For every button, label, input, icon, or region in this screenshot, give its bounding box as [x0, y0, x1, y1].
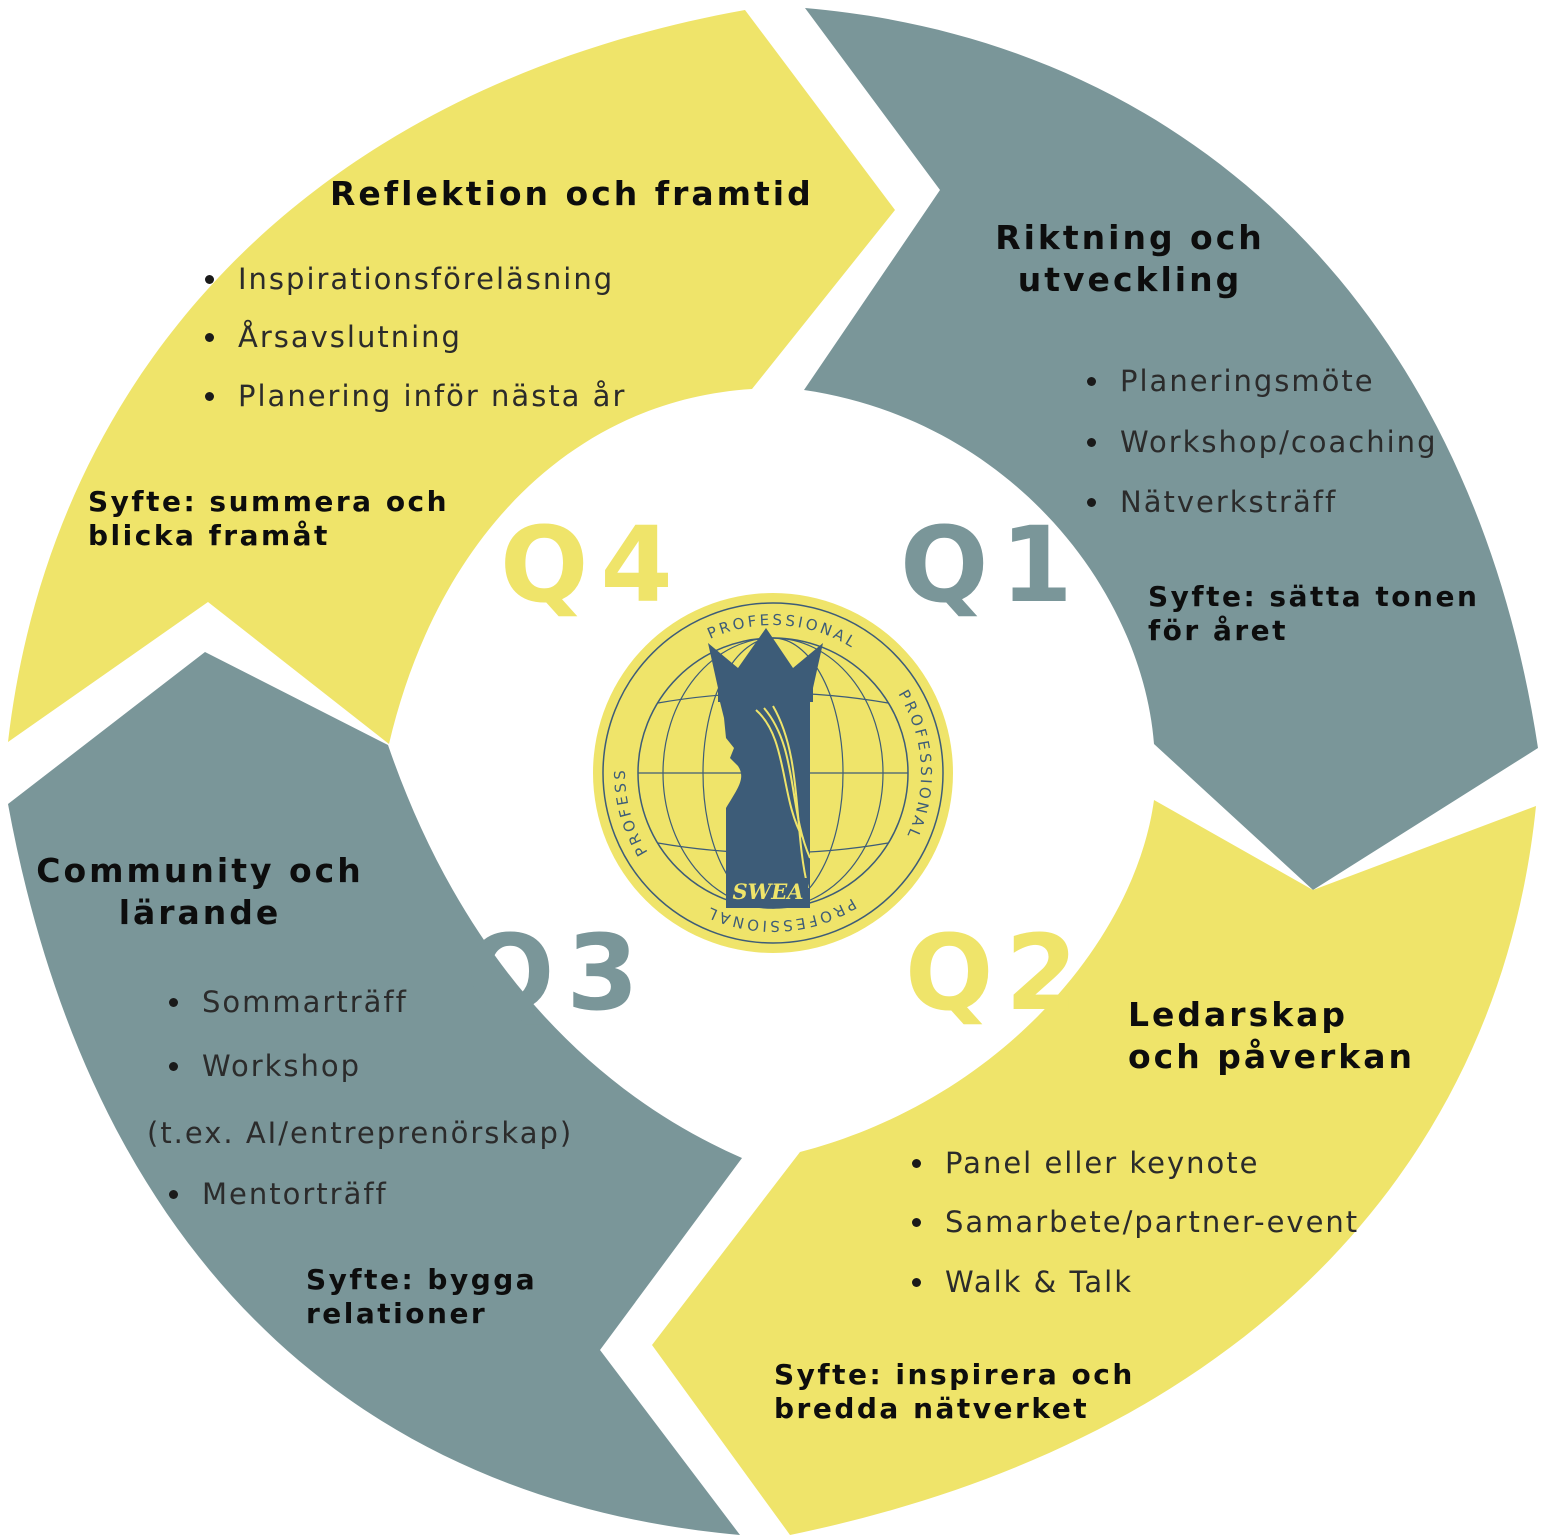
q4-item-3: Planering inför nästa år: [204, 379, 627, 413]
q4-label: Q4: [500, 504, 685, 626]
segment-q2: [652, 800, 1536, 1535]
q4-title: Reflektion och framtid: [330, 174, 814, 213]
swea-professional-logo: PROFESSIONAL PROFESSIONAL PROFESSIONAL P…: [588, 588, 953, 953]
logo-wordmark: SWEA: [732, 879, 803, 904]
q4-purpose: Syfte: summera och blicka framåt: [88, 485, 450, 552]
q2-purpose: Syfte: inspirera och bredda nätverket: [774, 1358, 1135, 1425]
q2-item-2: Samarbete/partner-event: [911, 1205, 1360, 1239]
q3-item-3: Mentorträff: [169, 1177, 388, 1211]
q2-item-1: Panel eller keynote: [912, 1146, 1260, 1180]
q3-label: Q3: [466, 912, 651, 1034]
q4-item-1: Inspirationsföreläsning: [204, 262, 615, 296]
segment-q1: [804, 8, 1538, 890]
q1-purpose: Syfte: sätta tonen för året: [1148, 580, 1480, 647]
segment-q4: [8, 10, 895, 744]
q3-item-note: (t.ex. AI/entreprenörskap): [147, 1116, 574, 1150]
q2-item-3: Walk & Talk: [911, 1265, 1134, 1299]
q1-item-3: Nätverksträff: [1086, 485, 1338, 519]
queen-emblem-icon: SWEA: [708, 628, 823, 908]
q2-label: Q2: [905, 912, 1090, 1034]
segment-q3: [8, 652, 742, 1535]
q1-item-2: Workshop/coaching: [1086, 425, 1438, 459]
q3-purpose: Syfte: bygga relationer: [306, 1263, 538, 1330]
q3-item-1: Sommarträff: [169, 985, 408, 1019]
q1-item-1: Planeringsmöte: [1087, 364, 1375, 398]
q3-item-2: Workshop: [168, 1049, 362, 1083]
q4-item-2: Årsavslutning: [205, 320, 462, 354]
q1-label: Q1: [900, 504, 1085, 626]
